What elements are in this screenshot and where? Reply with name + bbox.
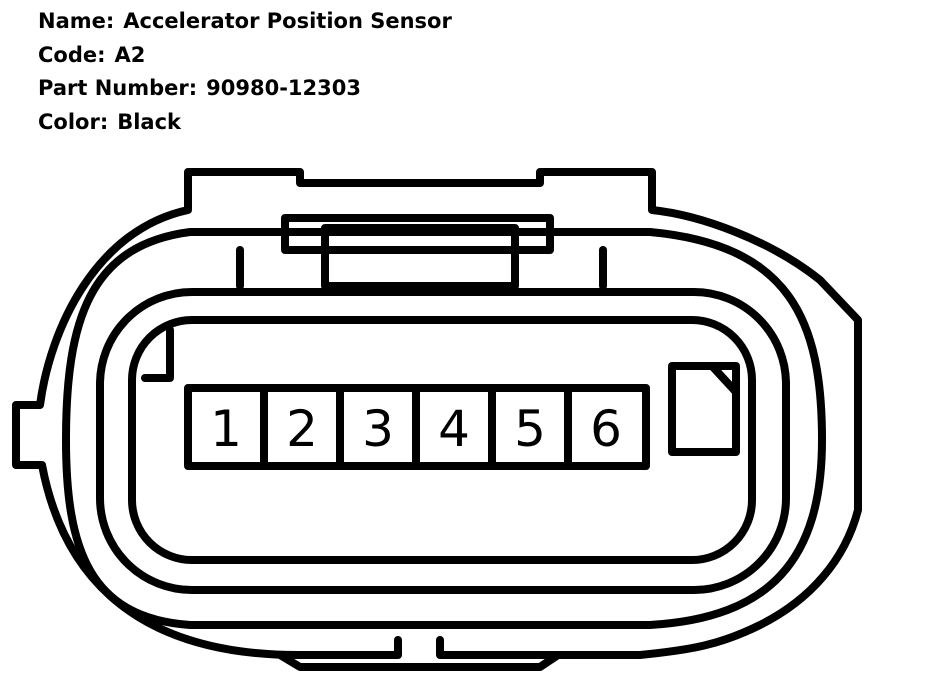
code-value: A2 [114, 42, 146, 67]
bottom-tab [276, 651, 562, 671]
name-row: Name: Accelerator Position Sensor [38, 6, 452, 40]
pin-2-label: 2 [286, 400, 318, 458]
connector-info-block: Name: Accelerator Position Sensor Code: A2… [38, 6, 452, 140]
color-value: Black [117, 109, 182, 134]
part-number-value: 90980-12303 [206, 76, 361, 100]
color-row: Color: Black [38, 107, 452, 141]
name-value: Accelerator Position Sensor [123, 9, 452, 33]
name-label: Name: [38, 9, 115, 33]
pin-4-label: 4 [438, 400, 470, 458]
latch-slot [321, 224, 519, 290]
pin-1-label: 1 [210, 400, 242, 458]
part-number-label: Part Number: [38, 76, 198, 100]
pin-6-label: 6 [590, 400, 622, 458]
cavity-key-left [141, 326, 174, 382]
pin-labels: 1 2 3 4 5 6 [210, 400, 622, 458]
top-latch [281, 214, 554, 254]
code-label: Code: [38, 42, 106, 67]
cavity-outer-wall [96, 288, 790, 594]
housing-inner-outline [62, 228, 826, 629]
color-label: Color: [38, 109, 109, 134]
part-number-row: Part Number: 90980-12303 [38, 73, 452, 107]
pin-5-label: 5 [514, 400, 546, 458]
code-row: Code: A2 [38, 40, 452, 74]
housing-outer-shell [12, 168, 862, 659]
side-lock-detail [708, 362, 740, 396]
pin-3-label: 3 [362, 400, 394, 458]
cavity-inner-wall [128, 316, 756, 564]
